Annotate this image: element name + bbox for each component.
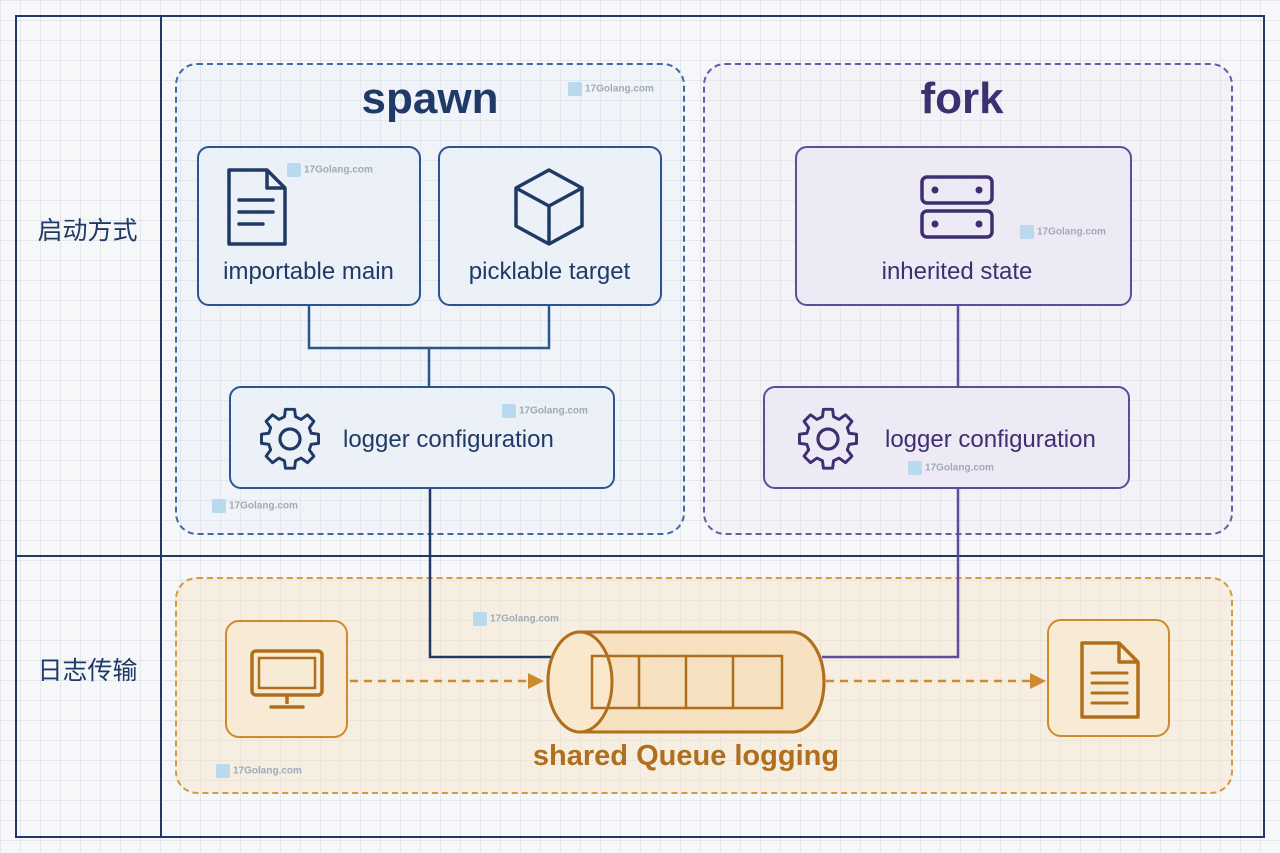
queue-label: shared Queue logging (532, 740, 840, 772)
server-icon (920, 175, 994, 239)
row-divider (15, 555, 1265, 557)
arrowhead-source-to-queue (528, 673, 544, 689)
watermark: 17Golang.com (473, 612, 559, 626)
row-label-logging: 日志传输 (37, 656, 138, 685)
fork-logger-config-box: logger configuration (763, 386, 1130, 489)
spawn-logger-config-label: logger configuration (343, 426, 554, 453)
watermark: 17Golang.com (502, 404, 588, 418)
picklable-target-box: picklable target (438, 146, 662, 306)
watermark: 17Golang.com (212, 499, 298, 513)
watermark: 17Golang.com (908, 461, 994, 475)
connector-main-to-join (307, 305, 429, 350)
document-icon (227, 168, 287, 246)
queue-cylinder-icon (546, 630, 826, 734)
connector-spawn-logger-to-queue (428, 488, 552, 659)
table-frame (15, 15, 1265, 838)
file-icon (1080, 641, 1140, 719)
picklable-target-label: picklable target (468, 258, 631, 285)
watermark: 17Golang.com (216, 764, 302, 778)
watermark: 17Golang.com (1020, 225, 1106, 239)
row-label-startup: 启动方式 (37, 216, 138, 245)
arrowhead-queue-to-sink (1030, 673, 1046, 689)
spawn-title: spawn (361, 74, 499, 123)
log-sink-box (1047, 619, 1170, 737)
inherited-state-box: inherited state (795, 146, 1132, 306)
connector-target-to-join (429, 305, 551, 350)
watermark: 17Golang.com (568, 82, 654, 96)
monitor-icon (250, 649, 324, 709)
fork-title: fork (920, 74, 1004, 123)
spawn-logger-config-box: logger configuration (229, 386, 615, 489)
column-divider (160, 15, 162, 838)
cube-icon (514, 168, 584, 246)
log-source-box (225, 620, 348, 738)
gear-icon (260, 407, 320, 470)
connector-fork-logger-to-queue (822, 488, 960, 659)
gear-icon (798, 407, 858, 470)
importable-main-box: importable main (197, 146, 421, 306)
fork-logger-config-label: logger configuration (885, 426, 1096, 453)
importable-main-label: importable main (223, 258, 394, 285)
inherited-state-label: inherited state (881, 258, 1033, 285)
watermark: 17Golang.com (287, 163, 373, 177)
